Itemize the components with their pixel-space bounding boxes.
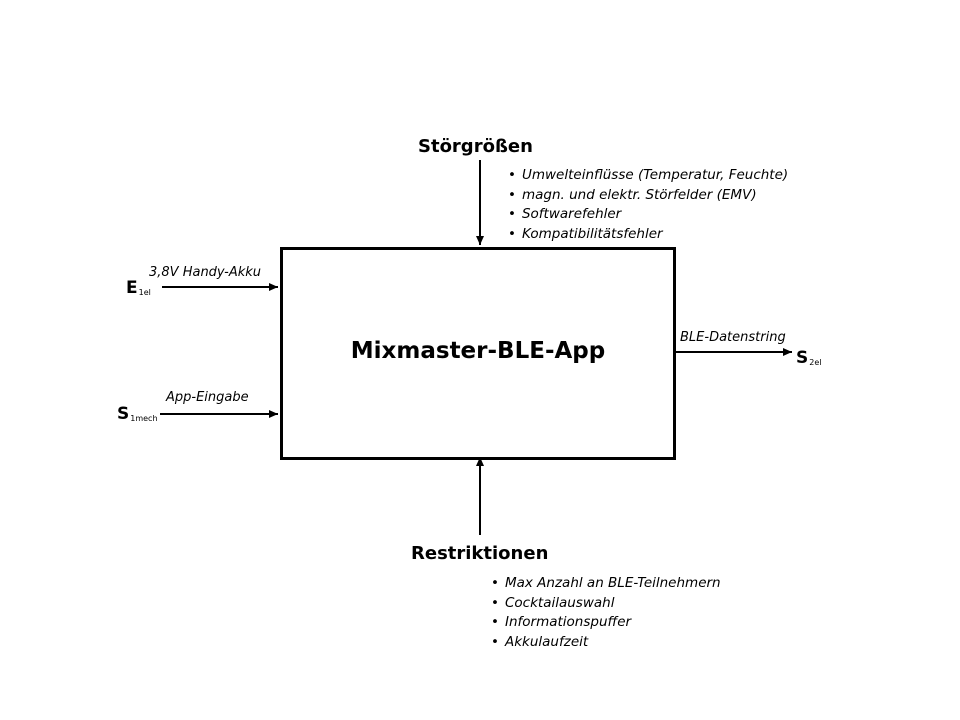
list-item: Softwarefehler [508,205,788,225]
disturbances-heading: Störgrößen [418,136,533,157]
energy-input-label: 3,8V Handy-Akku [149,265,262,280]
system-box: Mixmaster-BLE-App [280,247,676,460]
list-item: Informationspuffer [491,613,721,633]
system-title: Mixmaster-BLE-App [350,338,606,364]
restrictions-heading: Restriktionen [411,543,549,564]
signal-output-symbol: S2el [796,348,822,368]
signal-input-label: App-Eingabe [166,390,249,405]
list-item: Max Anzahl an BLE-Teilnehmern [491,574,721,594]
list-item: magn. und elektr. Störfelder (EMV) [508,186,788,206]
list-item: Cocktailauswahl [491,594,721,614]
signal-input-symbol: S1mech [117,404,158,424]
list-item: Kompatibilitätsfehler [508,225,788,245]
energy-input-symbol: E1el [126,278,151,298]
disturbances-list: Umwelteinflüsse (Temperatur, Feuchte) ma… [508,166,788,244]
signal-output-label: BLE-Datenstring [680,330,786,345]
list-item: Akkulaufzeit [491,633,721,653]
list-item: Umwelteinflüsse (Temperatur, Feuchte) [508,166,788,186]
restrictions-list: Max Anzahl an BLE-Teilnehmern Cocktailau… [491,574,721,652]
